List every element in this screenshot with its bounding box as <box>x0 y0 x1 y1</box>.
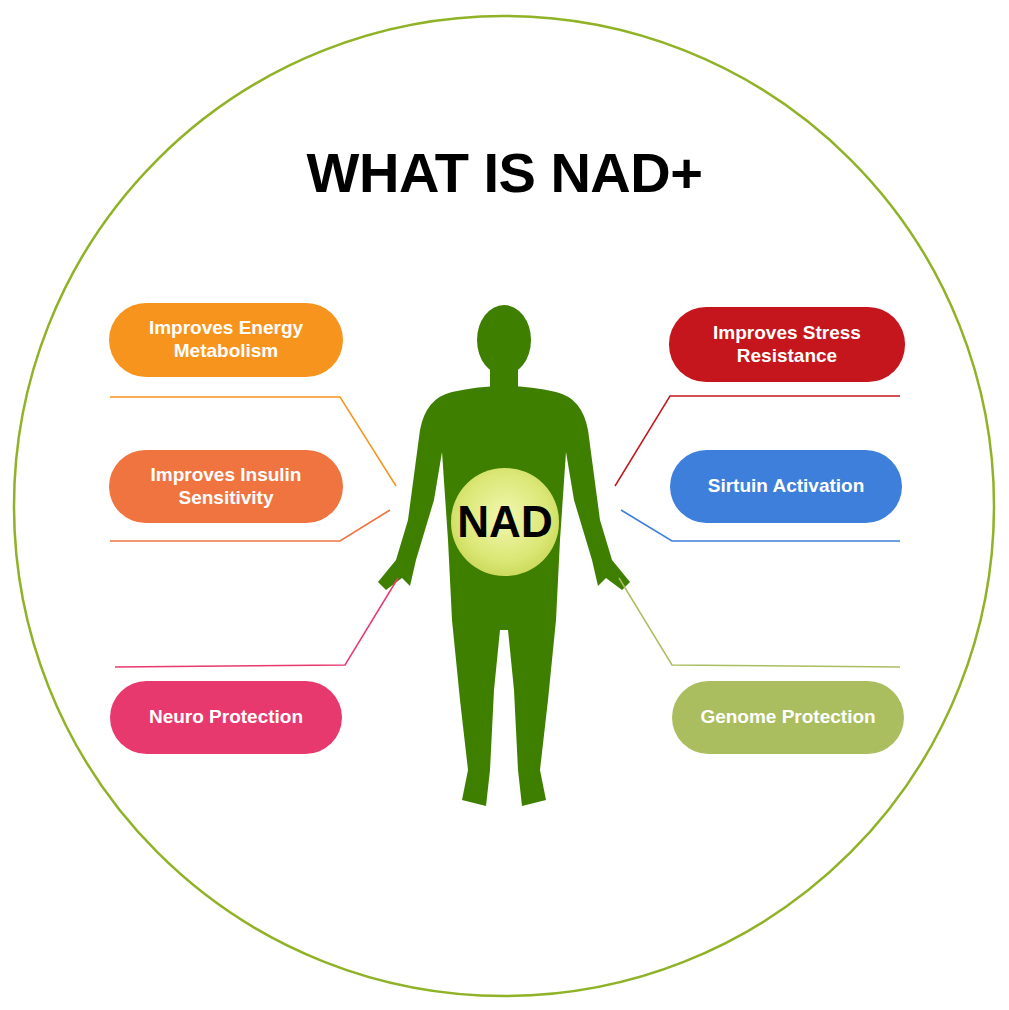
nad-label: NAD <box>457 497 552 547</box>
benefit-pill: Improves Insulin Sensitivity <box>109 450 343 523</box>
leader-line <box>115 578 398 667</box>
benefit-pill: Sirtuin Activation <box>670 450 902 523</box>
benefit-label: Neuro Protection <box>149 706 303 729</box>
benefit-label: Improves Energy Metabolism <box>123 317 329 363</box>
nad-circle: NAD <box>451 468 558 575</box>
body-silhouette <box>378 305 630 806</box>
benefit-pill: Neuro Protection <box>110 681 342 754</box>
title: WHAT IS NAD+ <box>0 140 1009 205</box>
benefit-pill: Genome Protection <box>672 681 904 754</box>
benefit-label: Genome Protection <box>700 706 875 729</box>
leader-line <box>619 578 900 667</box>
benefit-pill: Improves Stress Resistance <box>669 307 905 382</box>
benefit-label: Sirtuin Activation <box>708 475 865 498</box>
benefit-label: Improves Insulin Sensitivity <box>123 464 329 510</box>
benefit-pill: Improves Energy Metabolism <box>109 303 343 377</box>
benefit-label: Improves Stress Resistance <box>683 322 891 368</box>
